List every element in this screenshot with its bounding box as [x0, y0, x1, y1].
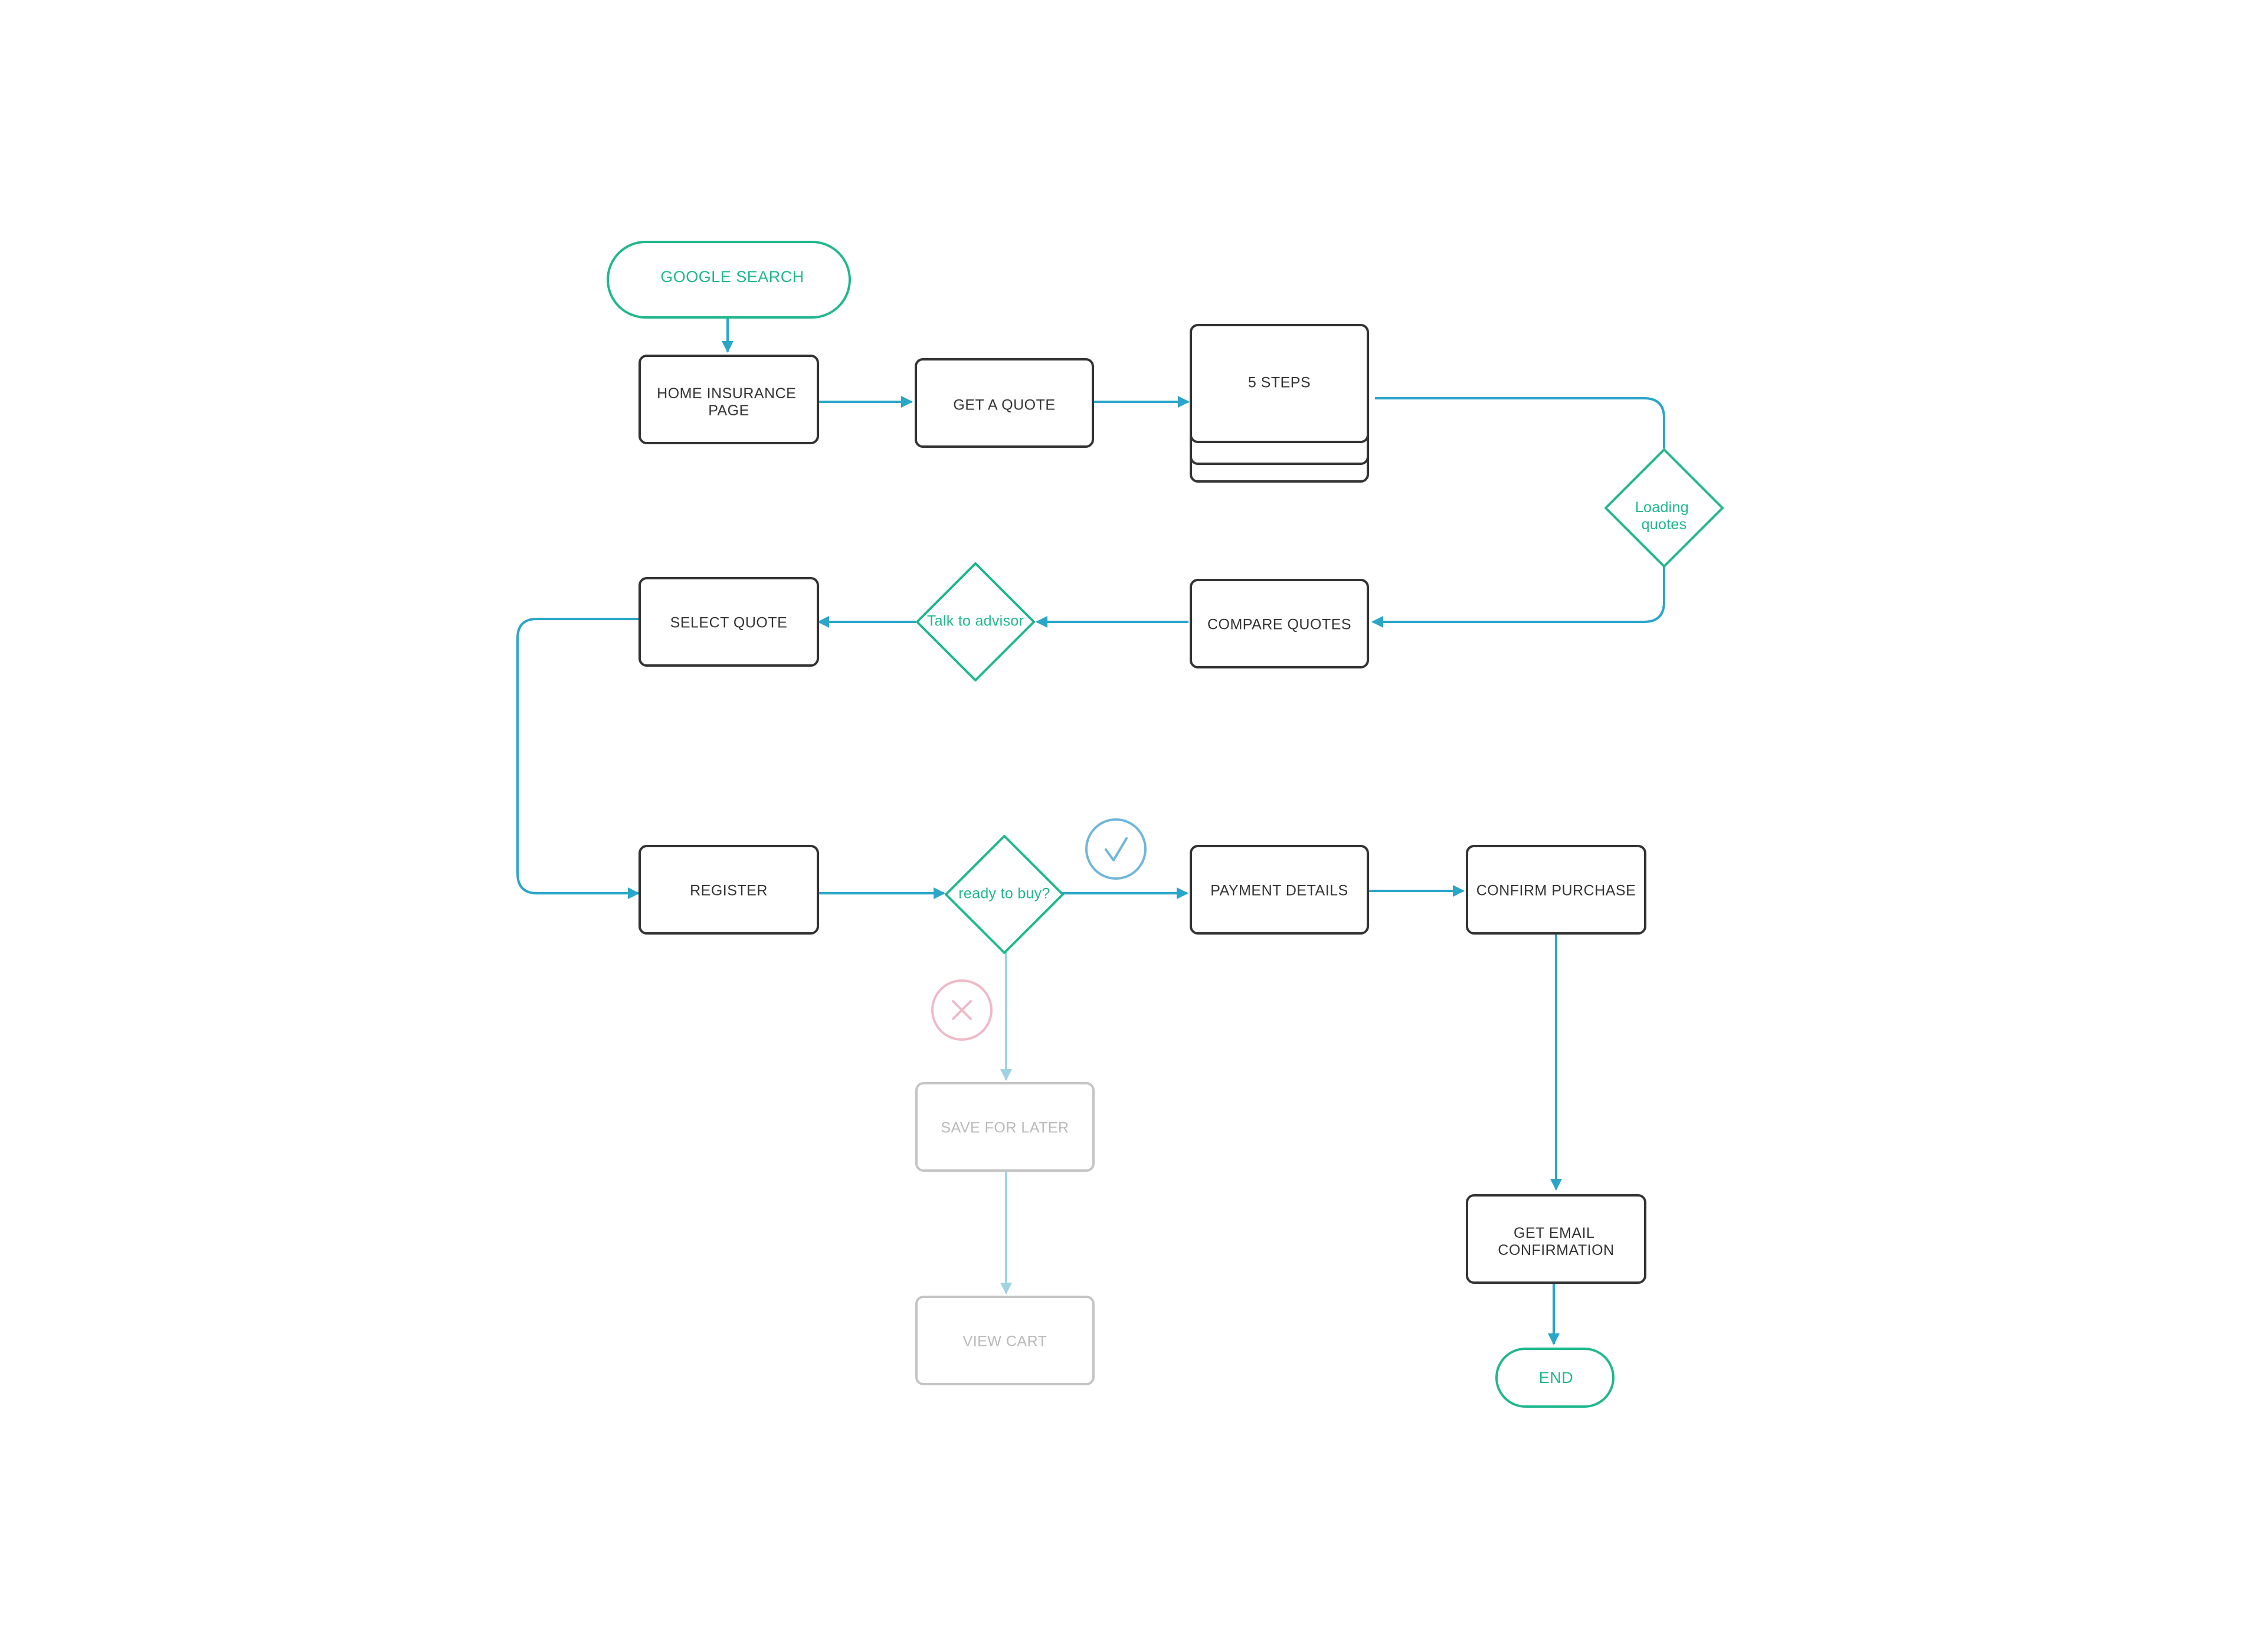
step-get-email-confirmation-line-2: CONFIRMATION [1498, 1242, 1614, 1258]
decision-loading-quotes-label: Loading quotes [1635, 499, 1693, 533]
step-get-email-confirmation[interactable]: GET EMAIL CONFIRMATION [1466, 1194, 1646, 1284]
terminal-end[interactable]: END [1495, 1348, 1615, 1408]
decision-ready-to-buy-label: ready to buy? [958, 886, 1050, 902]
step-view-cart-label: VIEW CART [963, 1333, 1047, 1350]
terminal-google-search[interactable]: GOOGLE SEARCH [607, 241, 851, 319]
terminal-google-search-label: GOOGLE SEARCH [660, 268, 804, 286]
step-get-a-quote-label: GET A QUOTE [953, 397, 1055, 414]
decision-loading-quotes-line-1: Loading [1635, 499, 1689, 516]
step-confirm-purchase-label: CONFIRM PURCHASE [1476, 883, 1636, 899]
step-home-insurance-page[interactable]: HOME INSURANCE PAGE [638, 355, 819, 444]
connector-select-to-register [516, 618, 640, 899]
step-get-a-quote[interactable]: GET A QUOTE [915, 358, 1094, 448]
step-save-for-later-box [915, 1082, 1095, 1172]
step-payment-details-label: PAYMENT DETAILS [1210, 883, 1348, 899]
step-confirm-purchase[interactable]: CONFIRM PURCHASE [1466, 845, 1646, 935]
decision-talk-to-advisor-label: Talk to advisor [927, 613, 1024, 630]
cross-icon [931, 979, 993, 1041]
decision-loading-quotes[interactable]: Loading quotes [1604, 448, 1724, 568]
decision-loading-quotes-shape [1604, 448, 1724, 568]
step-get-email-confirmation-box [1466, 1194, 1646, 1284]
step-compare-quotes-label: COMPARE QUOTES [1207, 617, 1351, 633]
connector-loading-to-compare [1371, 566, 1665, 628]
decision-ready-to-buy[interactable]: ready to buy? [945, 835, 1064, 954]
step-confirm-purchase-box [1466, 845, 1646, 935]
decision-talk-to-advisor-shape [916, 562, 1035, 681]
step-view-cart[interactable]: VIEW CART [915, 1296, 1095, 1385]
decision-loading-quotes-line-2: quotes [1642, 516, 1687, 533]
step-select-quote-label: SELECT QUOTE [670, 615, 788, 631]
step-compare-quotes[interactable]: COMPARE QUOTES [1190, 579, 1369, 668]
step-select-quote-box [638, 577, 819, 667]
step-payment-details-box [1190, 845, 1369, 935]
step-register[interactable]: REGISTER [638, 845, 819, 935]
step-home-insurance-page-line-2: PAGE [708, 402, 749, 419]
step-save-for-later-label: SAVE FOR LATER [941, 1120, 1069, 1136]
terminal-end-shape [1495, 1348, 1615, 1408]
step-save-for-later[interactable]: SAVE FOR LATER [915, 1082, 1095, 1172]
step-select-quote[interactable]: SELECT QUOTE [638, 577, 819, 667]
step-payment-details[interactable]: PAYMENT DETAILS [1190, 845, 1369, 935]
terminal-end-label: END [1539, 1369, 1574, 1386]
step-compare-quotes-box [1190, 579, 1369, 668]
step-get-email-confirmation-line-1: GET EMAIL [1514, 1225, 1594, 1241]
step-five-steps-label: 5 STEPS [1248, 375, 1311, 391]
connector-steps-to-loading [1375, 397, 1665, 448]
decision-talk-to-advisor[interactable]: Talk to advisor [916, 562, 1035, 681]
step-home-insurance-page-label: HOME INSURANCE PAGE [657, 385, 801, 419]
decision-ready-to-buy-shape [945, 835, 1064, 954]
step-view-cart-box [915, 1296, 1095, 1385]
step-home-insurance-page-line-1: HOME INSURANCE [657, 385, 796, 402]
step-five-steps-stack[interactable]: 5 STEPS [1190, 324, 1369, 483]
step-get-a-quote-box [915, 358, 1094, 448]
terminal-google-search-shape [607, 241, 851, 319]
step-get-email-confirmation-label: GET EMAIL CONFIRMATION [1498, 1225, 1614, 1258]
step-register-box [638, 845, 819, 935]
step-five-steps-box [1190, 324, 1369, 443]
connectors [516, 317, 1665, 1345]
step-home-insurance-page-box [638, 355, 819, 444]
step-register-label: REGISTER [690, 883, 768, 899]
check-icon [1085, 818, 1147, 880]
